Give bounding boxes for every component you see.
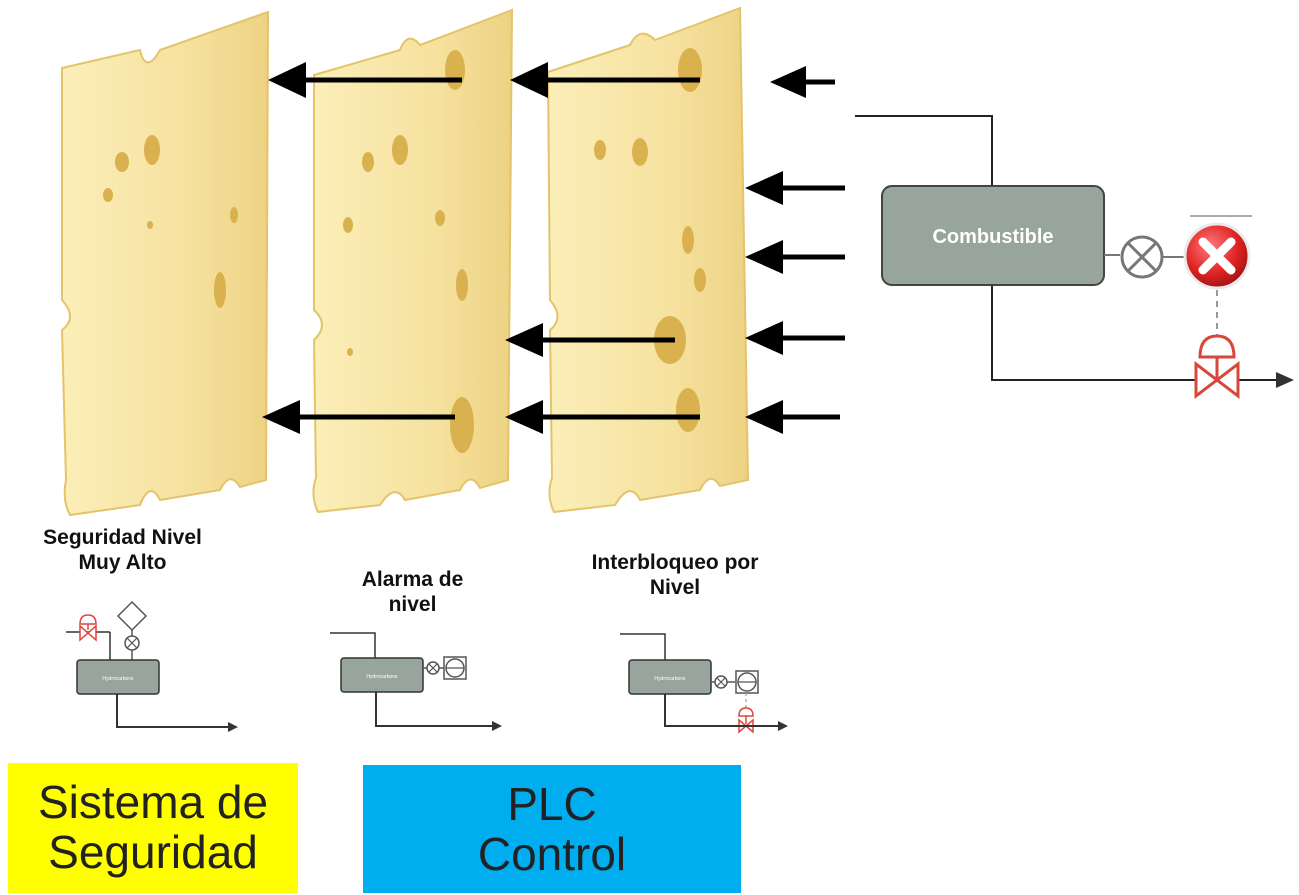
diamond-instrument-icon (116, 600, 148, 660)
level-sensor-icon (1120, 235, 1164, 279)
layer3-label-line1: Interbloqueo por (591, 551, 759, 574)
main-process-diagram: Combustible (855, 115, 1294, 400)
main-vessel-label: Combustible (932, 226, 1053, 248)
layer1-label-line1: Seguridad Nivel (43, 526, 202, 549)
threat-arrows (262, 62, 845, 434)
fail-x-icon (1183, 222, 1251, 290)
valve-icon (79, 614, 97, 642)
safety-system-line2: Seguridad (48, 826, 258, 878)
safety-system-box: Sistema de Seguridad (8, 763, 298, 893)
plc-control-box: PLC Control (363, 765, 741, 893)
plc-control-line1: PLC (507, 778, 597, 830)
layer1-label-line2: Muy Alto (78, 551, 167, 574)
layer3-label: Interbloqueo por Nivel (555, 550, 795, 600)
cheese-slice-2 (312, 8, 514, 514)
layer2-label-line1: Alarma de (361, 568, 464, 591)
layer2-vessel-label: Hydrocarbons (366, 674, 398, 680)
cheese-slice-3 (546, 6, 750, 514)
layer1-label: Seguridad Nivel Muy Alto (10, 525, 235, 575)
layer2-mini-diagram: Hydrocarbons (330, 632, 502, 731)
cheese-slice-1 (60, 10, 270, 517)
layer1-vessel-label: Hydrocarbons (102, 676, 134, 682)
layer3-vessel-label: Hydrocarbons (654, 676, 686, 682)
layer1-mini-diagram: Hydrocarbons (66, 600, 238, 732)
control-valve-icon (1194, 334, 1240, 400)
layer3-mini-diagram: Hydrocarbons (620, 633, 788, 734)
safety-system-line1: Sistema de (37, 776, 269, 828)
layer3-label-line2: Nivel (649, 576, 701, 599)
layer2-label: Alarma de nivel (320, 567, 505, 617)
main-vessel (881, 185, 1105, 286)
plc-control-line2: Control (477, 828, 627, 880)
layer2-label-line2: nivel (388, 593, 437, 616)
